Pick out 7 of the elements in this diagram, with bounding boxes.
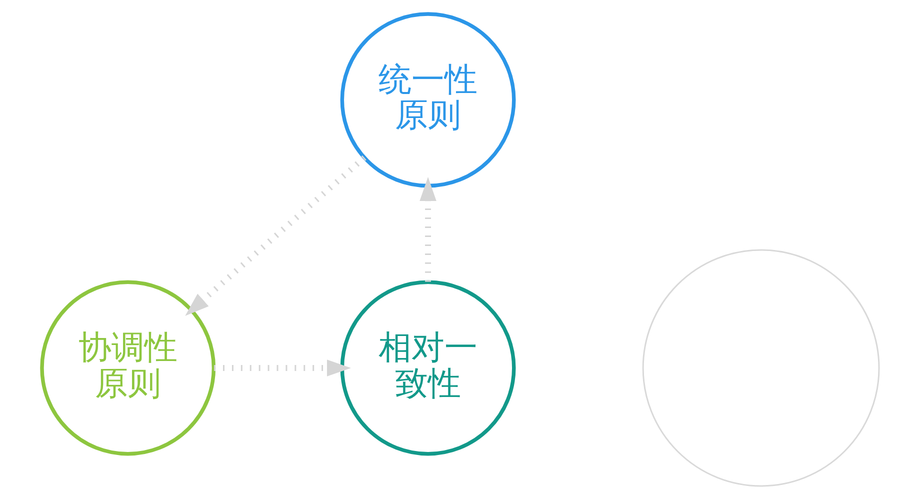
arrow	[184, 155, 366, 316]
node-circle	[642, 249, 880, 487]
node-circle: 协调性原则	[40, 280, 216, 456]
arrow	[419, 176, 436, 282]
node-circle: 统一性原则	[340, 12, 516, 188]
node-circle: 相对一致性	[340, 280, 516, 456]
arrow	[214, 360, 350, 376]
